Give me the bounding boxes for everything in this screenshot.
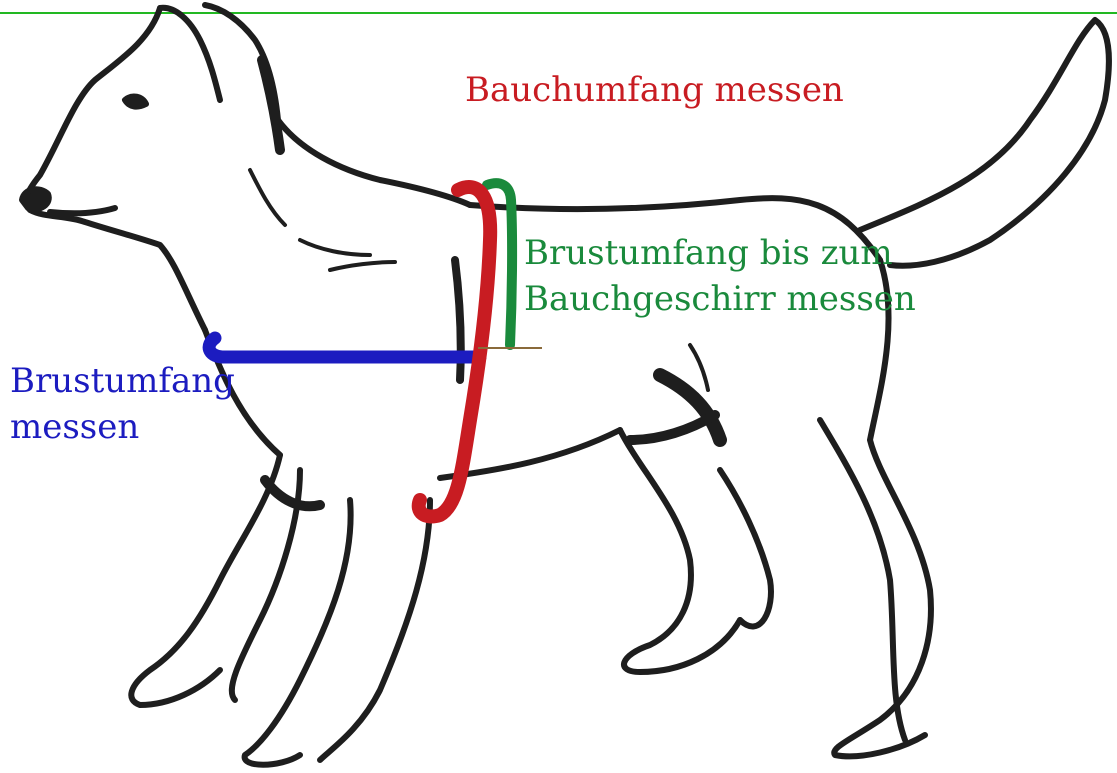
chest-to-harness-measurement-label: Brustumfang bis zum Bauchgeschirr messen	[524, 230, 916, 322]
chest-measurement-label: Brustumfang messen	[10, 358, 235, 450]
chest-label-line-2: messen	[10, 404, 235, 450]
belly-measurement-label: Bauchumfang messen	[465, 67, 844, 113]
chest-label-line-1: Brustumfang	[10, 358, 235, 404]
chest-to-harness-label-line-1: Brustumfang bis zum	[524, 230, 916, 276]
chest-measurement-line	[209, 338, 480, 357]
chest-to-harness-label-line-2: Bauchgeschirr messen	[524, 276, 916, 322]
